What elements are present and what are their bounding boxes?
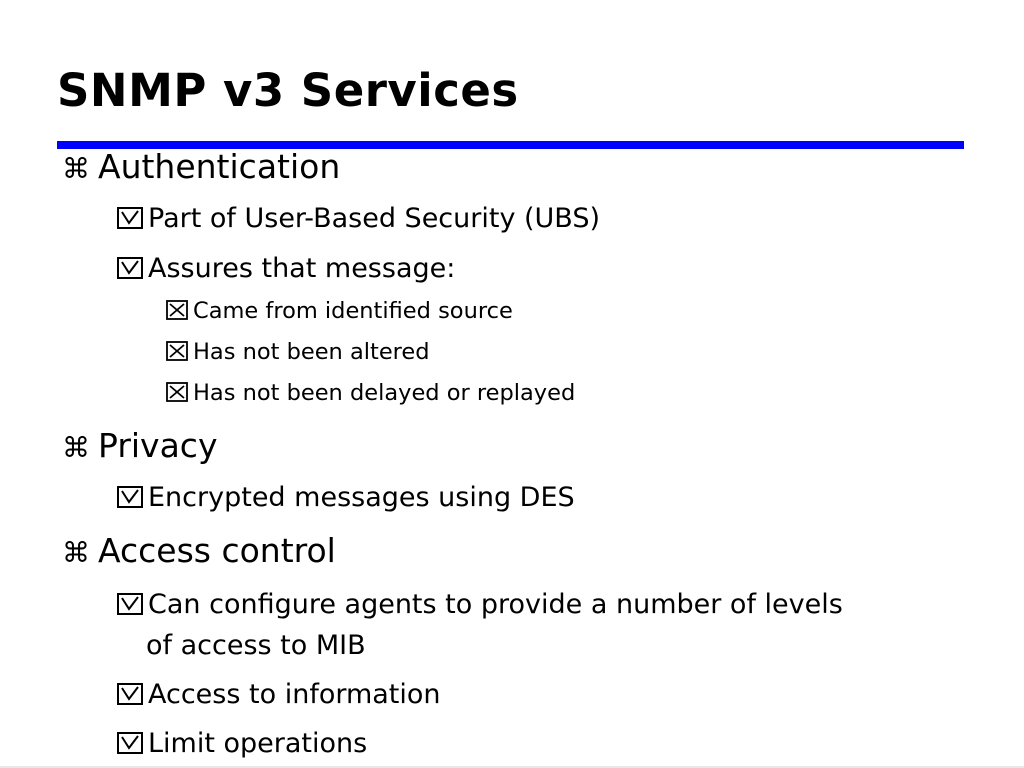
command-icon: ⌘	[62, 536, 90, 569]
command-icon: ⌘	[62, 152, 90, 185]
subbullet-limit-ops: Limit operations	[117, 730, 367, 757]
crossed-box-icon	[166, 341, 193, 364]
bullet-label: Access control	[98, 531, 336, 570]
bullet-label: Encrypted messages using DES	[148, 482, 575, 513]
bullet-label: Authentication	[98, 147, 341, 186]
checked-box-icon	[117, 730, 148, 757]
slide-bottom-edge	[0, 766, 1024, 768]
title-underline	[57, 141, 964, 149]
bullet-label: Has not been delayed or replayed	[193, 380, 576, 406]
subbullet-configure-continuation: of access to MIB	[146, 630, 366, 661]
subsubbullet-altered: Has not been altered	[166, 341, 430, 364]
bullet-access-control: ⌘Access control	[62, 534, 336, 567]
subbullet-des: Encrypted messages using DES	[117, 484, 575, 511]
checked-box-icon	[117, 591, 148, 618]
bullet-label: Assures that message:	[148, 253, 456, 284]
bullet-label: Came from identified source	[193, 298, 513, 324]
bullet-authentication: ⌘Authentication	[62, 150, 340, 183]
bullet-privacy: ⌘Privacy	[62, 429, 217, 462]
command-icon: ⌘	[62, 431, 90, 464]
subsubbullet-source: Came from identified source	[166, 300, 513, 323]
crossed-box-icon	[166, 382, 193, 405]
crossed-box-icon	[166, 300, 193, 323]
bullet-label: Privacy	[98, 426, 218, 465]
bullet-label: Has not been altered	[193, 339, 430, 365]
bullet-label: Can configure agents to provide a number…	[148, 589, 843, 620]
subbullet-configure: Can configure agents to provide a number…	[117, 591, 843, 618]
subbullet-assures: Assures that message:	[117, 255, 455, 282]
checked-box-icon	[117, 681, 148, 708]
bullet-label: Access to information	[148, 679, 441, 710]
slide-title: SNMP v3 Services	[57, 64, 519, 117]
checked-box-icon	[117, 255, 148, 282]
checked-box-icon	[117, 205, 148, 232]
subbullet-access-info: Access to information	[117, 681, 441, 708]
subsubbullet-delayed: Has not been delayed or replayed	[166, 382, 575, 405]
bullet-label: Part of User-Based Security (UBS)	[148, 203, 601, 234]
bullet-label: Limit operations	[148, 728, 368, 759]
subbullet-ubs: Part of User-Based Security (UBS)	[117, 205, 600, 232]
checked-box-icon	[117, 484, 148, 511]
